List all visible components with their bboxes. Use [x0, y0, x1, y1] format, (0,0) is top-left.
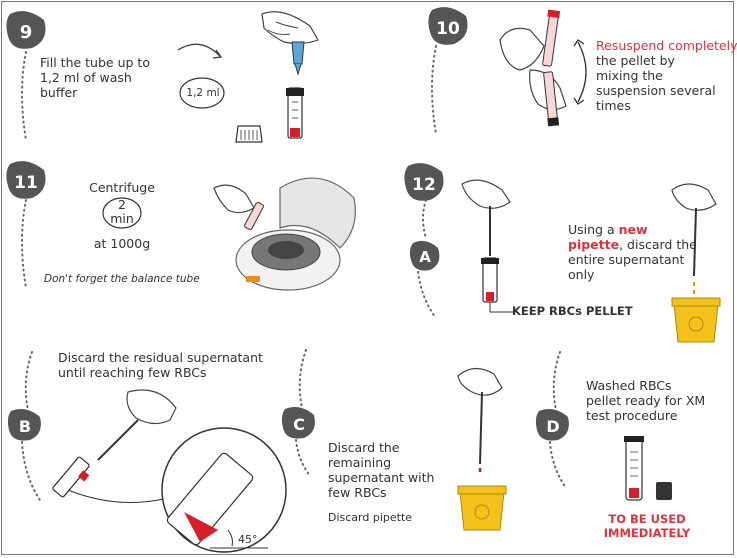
step-d-text: Washed RBCs pellet ready for XM test pro… — [586, 378, 706, 423]
step-10-dotted-line — [426, 46, 446, 136]
centrifuge-illustration — [210, 158, 370, 296]
discard-pipette-note: Discard pipette — [328, 510, 448, 525]
step-b-dotted-line-bottom — [16, 442, 46, 502]
step-c-letter: C — [293, 415, 305, 434]
step-12-pipette-illustration — [664, 176, 734, 346]
step-9-dotted-line — [16, 52, 36, 142]
step-c-text: Discard the remaining supernatant with f… — [328, 440, 458, 500]
step-d-badge: D — [534, 408, 572, 442]
step-b-letter: B — [19, 417, 31, 436]
step-9-text: Fill the tube up to 1,2 ml of wash buffe… — [40, 55, 158, 100]
angle-label: 45° — [238, 532, 278, 547]
step-c-dotted-line-top — [292, 350, 312, 410]
step-d-dotted-line-bottom — [544, 442, 574, 492]
step-11-dotted-line — [16, 200, 36, 290]
step-b-badge: B — [6, 408, 44, 442]
step-d-letter: D — [546, 417, 559, 436]
step-11-number: 11 — [14, 173, 38, 193]
step-d-dotted-line-top — [546, 352, 566, 412]
volume-label: 1,2 ml — [178, 86, 228, 101]
step-9-number: 9 — [20, 22, 33, 43]
centrifuge-speed: at 1000g — [82, 236, 162, 251]
step-c-badge: C — [280, 406, 318, 440]
step-10-number: 10 — [436, 19, 460, 39]
step-a-letter: A — [419, 248, 431, 266]
step-9-badge: 9 — [4, 10, 48, 50]
step-10-text: the pellet by mixing the suspension seve… — [596, 53, 716, 113]
step-9-illustration — [232, 6, 322, 156]
step-a-badge: A — [408, 240, 442, 272]
step-12-badge: 12 — [402, 162, 446, 202]
step-12-text-before: Using a — [568, 222, 619, 237]
step-c-dotted-line-bottom — [290, 440, 320, 480]
use-immediately-warning: TO BE USED IMMEDIATELY — [592, 512, 702, 540]
step-12-dotted-line — [416, 200, 436, 240]
step-b-text: Discard the residual supernatant until r… — [58, 350, 268, 380]
time-unit: min — [100, 212, 144, 226]
keep-pellet-label: KEEP RBCs PELLET — [512, 304, 662, 319]
step-a-dotted-line — [412, 272, 442, 322]
time-value: 2 — [100, 198, 144, 212]
step-b-dotted-line-top — [18, 352, 38, 412]
step-a-illustration — [450, 172, 530, 322]
step-10-badge: 10 — [426, 6, 470, 46]
step-11-badge: 11 — [4, 160, 48, 200]
step-c-illustration — [452, 358, 522, 534]
step-d-illustration — [620, 434, 680, 506]
step-10-highlight: Resuspend completely — [596, 38, 736, 53]
centrifuge-title: Centrifuge — [82, 180, 162, 195]
step-12-number: 12 — [412, 175, 436, 195]
balance-tube-note: Don't forget the balance tube — [44, 272, 224, 287]
